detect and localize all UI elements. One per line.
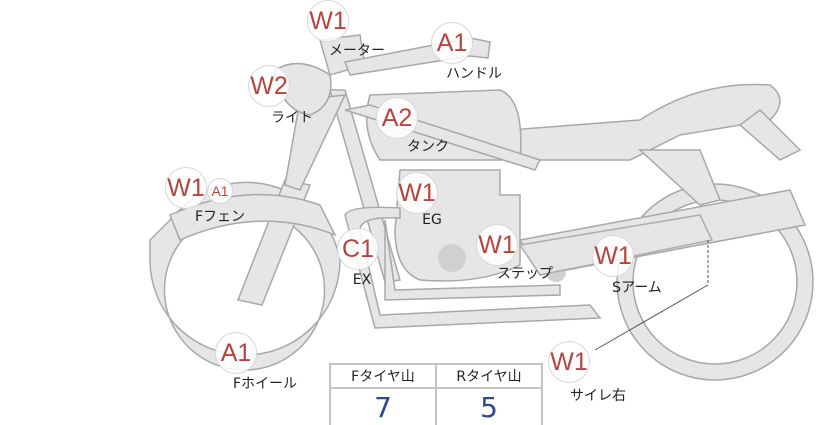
- part-label-meter: メーター: [329, 43, 385, 59]
- seat: [508, 83, 781, 161]
- part-label-f-wheel: Fホイール: [232, 376, 298, 392]
- damage-marker-f-fender-secondary[interactable]: A1: [207, 178, 233, 204]
- part-label-exhaust: EX: [352, 272, 372, 288]
- part-label-handle: ハンドル: [446, 66, 502, 82]
- exhaust-pipe: [344, 206, 602, 329]
- front-tread-header: Fタイヤ山: [329, 363, 437, 389]
- damage-marker-silencer-right[interactable]: W1: [548, 341, 590, 383]
- damage-marker-f-fender[interactable]: W1: [165, 167, 207, 209]
- damage-marker-f-wheel[interactable]: A1: [215, 332, 257, 374]
- damage-marker-swingarm[interactable]: W1: [592, 235, 634, 277]
- part-label-silencer-right: サイレ右: [570, 388, 626, 404]
- damage-marker-exhaust[interactable]: C1: [337, 228, 379, 270]
- damage-marker-handle[interactable]: A1: [431, 22, 473, 64]
- damage-marker-light[interactable]: W2: [248, 65, 290, 107]
- rear-tread-header: Rタイヤ山: [435, 363, 543, 389]
- part-label-f-fender: Fフェン: [194, 209, 246, 225]
- damage-marker-engine[interactable]: W1: [396, 172, 438, 214]
- damage-marker-step[interactable]: W1: [476, 224, 518, 266]
- part-label-light: ライト: [271, 110, 313, 126]
- damage-marker-meter[interactable]: W1: [307, 0, 349, 42]
- rear-tread-value: 5: [435, 387, 543, 425]
- front-tread-value: 7: [329, 387, 437, 425]
- tire-tread-table: Fタイヤ山 Rタイヤ山 7 5: [329, 363, 543, 425]
- part-label-swingarm: Sアーム: [612, 280, 662, 296]
- part-label-engine: EG: [422, 212, 442, 228]
- part-label-tank: タンク: [407, 139, 449, 155]
- damage-marker-tank[interactable]: A2: [376, 97, 418, 139]
- part-label-step: ステップ: [497, 266, 553, 282]
